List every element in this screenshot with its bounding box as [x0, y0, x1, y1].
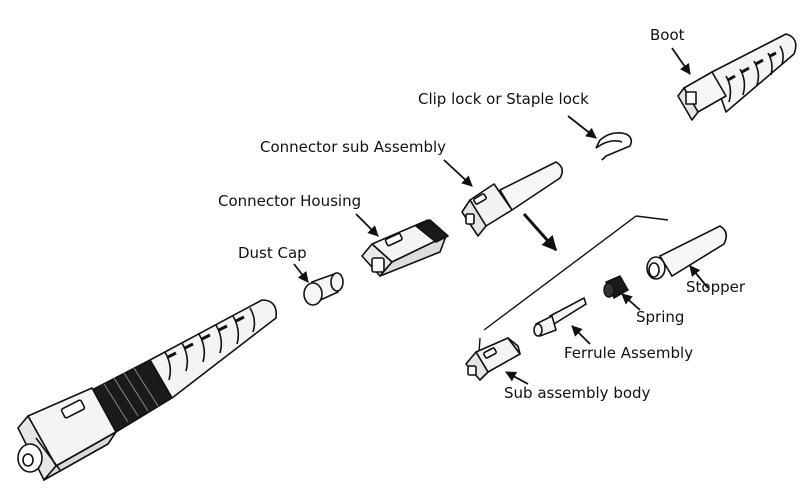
label-connector-housing: Connector Housing [218, 192, 361, 210]
stopper-part [646, 225, 728, 280]
arrow-connector-sub-assembly [443, 159, 473, 187]
label-dust-cap: Dust Cap [238, 244, 307, 262]
connector-sub-assembly-part [461, 161, 564, 237]
arrow-clip-lock [567, 115, 597, 139]
connector-housing-part [361, 219, 449, 277]
label-ferrule-assembly: Ferrule Assembly [564, 344, 693, 362]
callout-arrows [293, 47, 709, 385]
bracket-line-top [635, 215, 669, 221]
spring-part [603, 275, 629, 299]
arrow-spring [621, 293, 641, 311]
dust-cap-part [303, 272, 344, 306]
assembled-housing [17, 387, 117, 481]
labels: Boot Clip lock or Staple lock Connector … [218, 26, 746, 402]
arrow-boot [671, 47, 691, 75]
arrow-ferrule-assembly [571, 325, 591, 345]
label-clip-lock: Clip lock or Staple lock [418, 90, 589, 108]
label-boot: Boot [650, 26, 685, 44]
arrow-dust-cap [293, 263, 309, 283]
arrow-sub-assembly-body [505, 371, 529, 385]
boot-part [677, 33, 797, 121]
label-sub-assembly-body: Sub assembly body [504, 384, 651, 402]
label-spring: Spring [636, 308, 684, 326]
arrow-connector-housing [355, 213, 379, 237]
assembled-front-face [17, 443, 43, 473]
clip-lock-part [595, 132, 633, 161]
sub-assembly-body-part [465, 337, 521, 381]
assembled-connector [17, 299, 278, 481]
arrow-explode-direction [522, 213, 558, 252]
arrow-stopper [689, 265, 709, 289]
ferrule-assembly-part [533, 296, 587, 338]
bracket-line-left [483, 215, 637, 331]
label-connector-sub-assembly: Connector sub Assembly [260, 138, 446, 156]
assembled-boot [149, 299, 278, 399]
label-stopper: Stopper [686, 278, 746, 296]
